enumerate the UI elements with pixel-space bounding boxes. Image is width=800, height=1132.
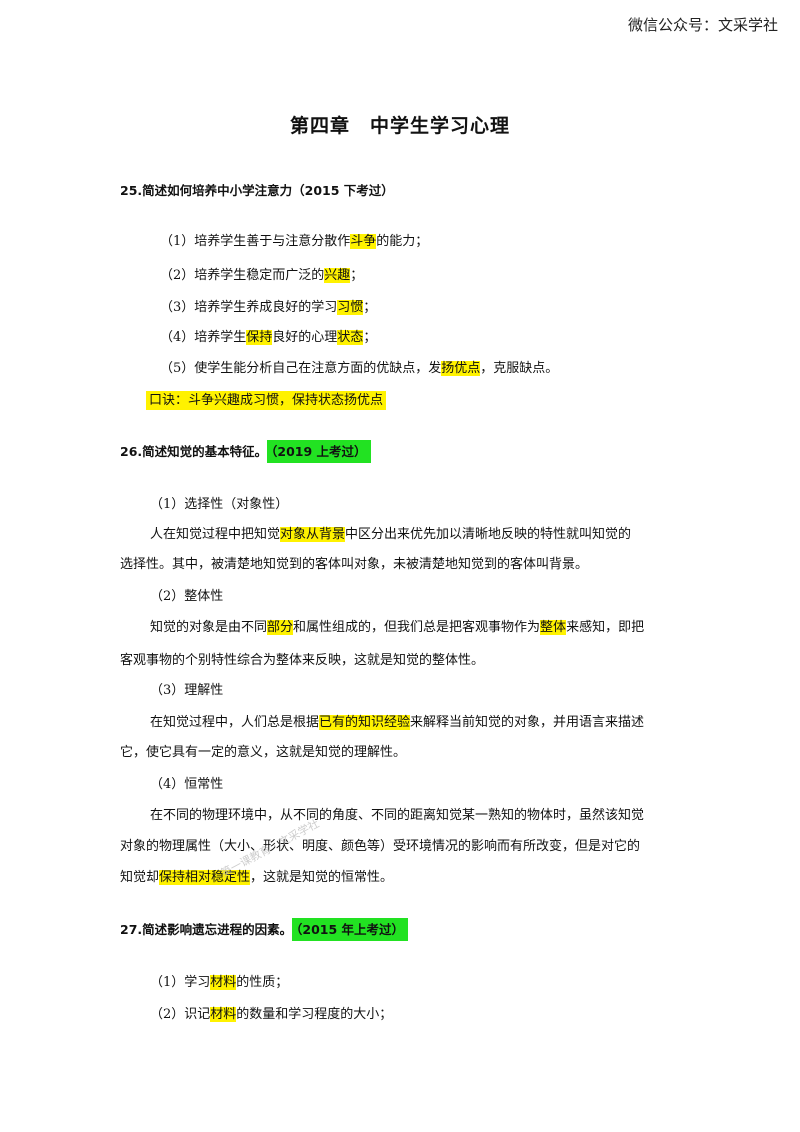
account-header: 微信公众号：文采学社	[627, 16, 778, 34]
q25-item-4: （4）培养学生保持良好的心理状态；	[160, 330, 377, 345]
q27-item-2: （2）识记材料的数量和学习程度的大小；	[150, 1007, 393, 1022]
feature-4-text-line-3: 知觉却保持相对稳定性，这就是知觉的恒常性。	[120, 870, 394, 885]
q25-mnemonic: 口诀：斗争兴趣成习惯，保持状态扬优点	[146, 389, 387, 410]
chapter-title: 第四章 中学生学习心理	[289, 115, 510, 137]
feature-4-title: （4）恒常性	[150, 777, 224, 792]
feature-1-text-line-2: 选择性。其中，被清楚地知觉到的客体叫对象，未被清楚地知觉到的客体叫背景。	[120, 557, 589, 572]
question-27-heading: 27.简述影响遗忘进程的因素。（2015 年上考过）	[120, 918, 409, 941]
q25-item-3: （3）培养学生养成良好的学习习惯；	[160, 300, 377, 315]
feature-4-text-line-2: 对象的物理属性（大小、形状、明度、颜色等）受环境情况的影响而有所改变，但是对它的	[120, 839, 641, 854]
q27-item-1: （1）学习材料的性质；	[150, 975, 289, 990]
q25-item-2: （2）培养学生稳定而广泛的兴趣；	[160, 268, 364, 283]
feature-2-title: （2）整体性	[150, 589, 224, 604]
q25-item-5: （5）使学生能分析自己在注意方面的优缺点，发扬优点，克服缺点。	[160, 361, 559, 376]
feature-1-text-line-1: 人在知觉过程中把知觉对象从背景中区分出来优先加以清晰地反映的特性就叫知觉的	[150, 527, 632, 542]
exam-year-tag: （2015 年上考过）	[292, 918, 409, 941]
feature-3-title: （3）理解性	[150, 683, 224, 698]
feature-3-text-line-2: 它，使它具有一定的意义，这就是知觉的理解性。	[120, 745, 407, 760]
feature-1-title: （1）选择性（对象性）	[150, 497, 289, 512]
feature-4-text-line-1: 在不同的物理环境中，从不同的角度、不同的距离知觉某一熟知的物体时，虽然该知觉	[150, 808, 645, 823]
question-25-heading: 25.简述如何培养中小学注意力（2015 下考过）	[120, 183, 394, 198]
feature-2-text-line-2: 客观事物的个别特性综合为整体来反映，这就是知觉的整体性。	[120, 653, 485, 668]
feature-2-text-line-1: 知觉的对象是由不同部分和属性组成的，但我们总是把客观事物作为整体来感知，即把	[150, 620, 645, 635]
question-26-heading: 26.简述知觉的基本特征。（2019 上考过）	[120, 440, 371, 463]
feature-3-text-line-1: 在知觉过程中，人们总是根据已有的知识经验来解释当前知觉的对象，并用语言来描述	[150, 715, 645, 730]
exam-year-tag: （2019 上考过）	[267, 440, 371, 463]
q25-item-1: （1）培养学生善于与注意分散作斗争的能力；	[160, 234, 429, 249]
